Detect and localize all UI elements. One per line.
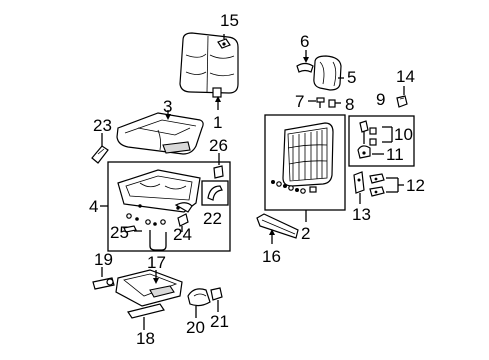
callout-13: 13: [352, 205, 371, 224]
part-headrest-guide: [296, 62, 314, 73]
part-screw: [123, 213, 166, 233]
callout-17: 17: [147, 253, 166, 272]
box-hook: [201, 180, 229, 206]
part-release-button: [217, 38, 231, 49]
callout-24: 24: [173, 225, 192, 244]
callout-7: 7: [295, 92, 304, 111]
part-tray-bracket: [127, 303, 165, 319]
callout-1: 1: [213, 113, 222, 132]
callout-21: 21: [210, 312, 229, 331]
part-hook: [207, 185, 223, 201]
box-striker: [348, 115, 415, 167]
callout-26: 26: [209, 136, 228, 155]
part-bolt: [316, 97, 325, 108]
callout-25: 25: [110, 223, 129, 242]
part-cap: [210, 287, 223, 301]
callout-2: 2: [301, 224, 310, 243]
part-side-cover: [91, 145, 109, 164]
callout-16: 16: [262, 247, 281, 266]
part-knob: [396, 95, 408, 108]
part-headrest: [313, 55, 342, 91]
callout-15: 15: [220, 11, 239, 30]
box-seat-back-frame: [264, 114, 346, 211]
callout-5: 5: [347, 68, 356, 87]
callout-23: 23: [93, 116, 112, 135]
part-pin: [92, 277, 115, 290]
part-hinge: [353, 171, 365, 194]
part-seat-cushion: [116, 112, 204, 155]
part-seat-back-frame: [271, 122, 334, 194]
callout-11: 11: [386, 145, 404, 164]
callout-22: 22: [203, 209, 222, 228]
part-cover: [187, 288, 211, 307]
callout-3: 3: [163, 97, 172, 116]
callout-9: 9: [376, 90, 385, 109]
callout-10: 10: [394, 125, 413, 144]
part-striker-assembly: [357, 120, 377, 159]
callout-20: 20: [186, 318, 205, 337]
callout-12: 12: [406, 176, 425, 195]
callout-8: 8: [345, 95, 354, 114]
part-tray: [115, 269, 183, 307]
callout-6: 6: [300, 32, 309, 51]
part-hinge-bracket: [369, 173, 385, 197]
callout-19: 19: [94, 250, 113, 269]
part-cushion-frame: [117, 169, 201, 213]
callout-4: 4: [89, 197, 98, 216]
part-seat-back-cover: [179, 32, 239, 98]
part-spring: [149, 213, 189, 251]
callout-18: 18: [136, 329, 155, 348]
part-bushing: [328, 99, 336, 108]
callout-14: 14: [396, 67, 415, 86]
part-clip: [213, 165, 224, 179]
part-trim-panel: [256, 213, 299, 239]
